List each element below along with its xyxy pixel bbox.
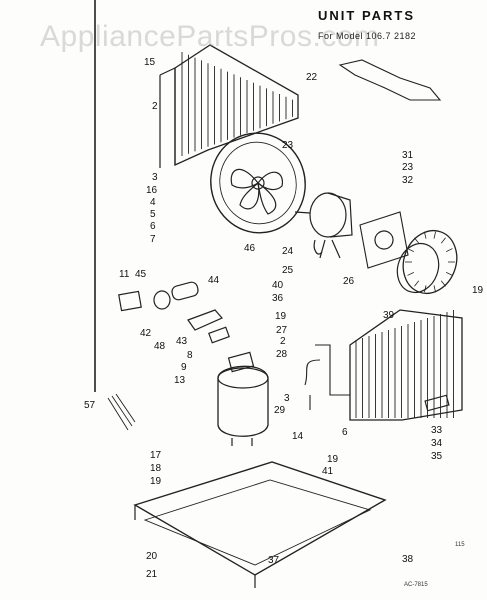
fin-line [446, 272, 453, 276]
callout-label: 40 [272, 280, 284, 291]
fin-line [407, 272, 414, 276]
callout-label: 19 [275, 311, 287, 322]
callout-label: 9 [181, 362, 187, 373]
callout-label: 6 [150, 221, 156, 232]
capacitor [171, 281, 199, 301]
callout-label: 6 [342, 427, 348, 438]
callout-label: 2 [280, 336, 286, 347]
wire-harness-57 [107, 393, 136, 431]
callout-label: 13 [174, 375, 186, 386]
callout-label: 17 [150, 450, 162, 461]
callout-label: 20 [146, 551, 158, 562]
fin-line [414, 237, 420, 244]
callout-label: 43 [176, 336, 188, 347]
fin-line [414, 280, 420, 287]
fin-line [440, 280, 446, 287]
callout-label: 35 [431, 451, 443, 462]
callout-label: 21 [146, 569, 158, 580]
callout-label: 44 [208, 275, 220, 286]
callout-label: 33 [431, 425, 443, 436]
relay [118, 290, 142, 312]
callout-label: 31 [402, 150, 414, 161]
callout-label: 11 [119, 269, 130, 280]
callout-label: 42 [140, 328, 152, 339]
base-pan [133, 461, 387, 588]
callout-label: 3 [152, 172, 158, 183]
callout-label: 48 [154, 341, 166, 352]
fan-blade [210, 132, 306, 234]
callout-label: 25 [282, 265, 294, 276]
callout-label: 26 [343, 276, 355, 287]
motor-mount-plate [359, 211, 409, 269]
callout-label: 3 [284, 393, 290, 404]
callout-label: 28 [276, 349, 288, 360]
callout-label: 29 [274, 405, 286, 416]
callout-label: 23 [282, 140, 294, 151]
callout-label: 15 [144, 57, 156, 68]
callout-label: 45 [135, 269, 147, 280]
callout-label: 18 [150, 463, 162, 474]
fin-line [440, 237, 446, 244]
callout-label: 22 [306, 72, 318, 83]
callout-label: 46 [244, 243, 256, 254]
callout-label: 39 [383, 310, 395, 321]
fin-line [424, 231, 427, 239]
callout-label: 19 [472, 285, 484, 296]
fin-line [433, 285, 436, 293]
evaporator-coil [349, 309, 463, 421]
callout-label: 19 [150, 476, 162, 487]
fan-motor [294, 192, 353, 259]
callout-label: 27 [276, 325, 288, 336]
callout-label: 4 [150, 197, 156, 208]
compressor [217, 351, 269, 446]
page-mark: 115 [455, 542, 465, 548]
fin-line [424, 285, 427, 293]
callout-label: 24 [282, 246, 294, 257]
part-8 [208, 326, 230, 344]
diagram-code: AC-7815 [404, 582, 428, 588]
callout-label: 19 [327, 454, 339, 465]
callout-label: 8 [187, 350, 193, 361]
condenser-coil [159, 44, 299, 168]
callout-label: 36 [272, 293, 284, 304]
callout-label: 57 [84, 400, 96, 411]
fin-line [407, 248, 414, 252]
tubing [304, 344, 350, 410]
callout-label: 2 [152, 101, 158, 112]
callout-label: 37 [268, 555, 280, 566]
callout-label: 32 [402, 175, 414, 186]
bracket-22 [338, 59, 442, 101]
callout-label: 14 [292, 431, 304, 442]
callout-label: 23 [402, 162, 414, 173]
callout-label: 7 [150, 234, 156, 245]
callout-label: 5 [150, 209, 156, 220]
fin-line [433, 231, 436, 239]
diagram-title: UNIT PARTS [318, 8, 416, 23]
bushing [153, 290, 171, 310]
filter-33 [424, 394, 450, 412]
blower-wheel [396, 229, 458, 295]
callout-label: 38 [402, 554, 414, 565]
fin-line [446, 248, 453, 252]
bracket-43 [187, 309, 223, 331]
callout-label: 41 [322, 466, 334, 477]
callout-label: 16 [146, 185, 158, 196]
watermark: AppliancePartsPros.com [40, 20, 380, 53]
model-number: For Model 106.7 2182 [318, 31, 417, 41]
callout-label: 34 [431, 438, 443, 449]
